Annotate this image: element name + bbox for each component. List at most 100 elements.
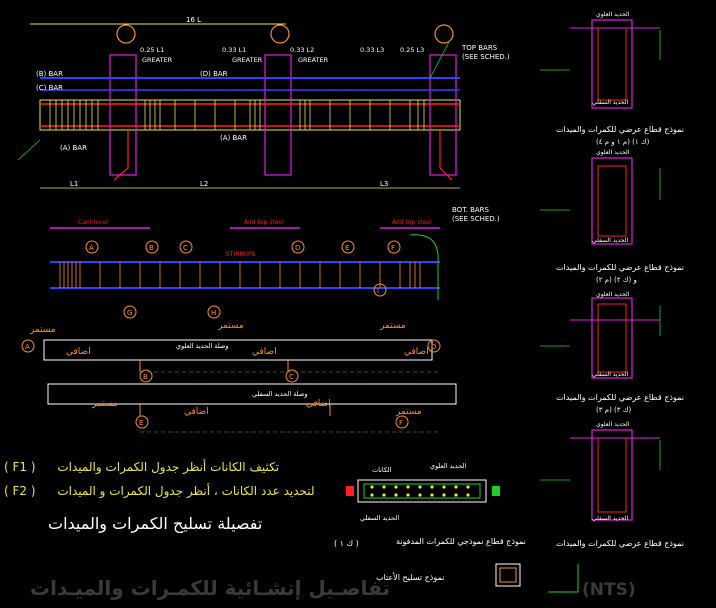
frac-label: 0.33 L2: [290, 46, 314, 54]
section-detail: الكانات الحديد العلوي الحديد السفلي ( ك …: [334, 462, 526, 548]
frac-label: 0.25 L3: [400, 46, 424, 54]
continuous-label: مستمر: [379, 321, 406, 331]
section-caption: نموذج قطاع عرضي للكمرات والميدات: [556, 125, 684, 134]
marker-circle: [387, 240, 401, 254]
marker-circle: [285, 369, 299, 383]
marker-circle: [135, 415, 149, 429]
frac-label: 0.33 L3: [360, 46, 384, 54]
stirrups-label: الكانات: [372, 466, 391, 474]
section-bars: [370, 485, 470, 497]
cross-section: [591, 157, 633, 245]
marker-circle: [341, 240, 355, 254]
bar-label: (A) BAR: [220, 134, 247, 142]
lintel-caption: نموذج تسليح الأعتاب: [376, 572, 444, 582]
marker-letter: B: [149, 244, 154, 252]
marker-letter: H: [211, 309, 216, 317]
cantilever-label: Cantilever: [78, 219, 109, 226]
additional-label: اضافي: [252, 347, 277, 357]
main-title: تفاصـيل إنشـائية للكمـرات والميـدات: [30, 576, 390, 600]
green-dims: [540, 30, 661, 481]
section-outline: [357, 479, 487, 503]
span-label: L3: [380, 180, 388, 188]
bottom-splice-label: وصلة الحديد السفلي: [252, 390, 308, 398]
note-f1: ( F1 ) تكثيف الكانات أنظر جدول الكمرات و…: [4, 460, 279, 474]
lintel-stirrup: [499, 567, 517, 583]
marker-circle: [427, 339, 441, 353]
section-caption: نموذج قطاع عرضي للكمرات والميدات: [556, 393, 684, 402]
span-label: L1: [70, 180, 78, 188]
top-bars-note: TOP BARS: [461, 44, 498, 52]
marker-letter: A: [25, 343, 30, 351]
lintel-box: [495, 563, 521, 587]
bar-label: (A) BAR: [60, 144, 87, 152]
frac-label: 0.33 L1: [222, 46, 246, 54]
top-splice-label: وصلة الحديد العلوي: [176, 342, 229, 350]
note-f2-code: ( F2 ): [4, 484, 36, 498]
note-f1-code: ( F1 ): [4, 460, 36, 474]
additional-label: اضافي: [306, 399, 331, 409]
column-stub: [429, 54, 457, 176]
marker-circle: [139, 369, 153, 383]
additional-label: اضافي: [66, 347, 91, 357]
stirrups-middle: [59, 262, 421, 288]
cross-section-stirrup: [597, 303, 627, 373]
frac-label: 0.25 L1: [140, 46, 164, 54]
top-steel-label: الحديد العلوي: [596, 11, 630, 18]
marker-circle: [21, 339, 35, 353]
marker-letter: I: [377, 287, 379, 295]
bar-label: (C) BAR: [36, 84, 63, 92]
section-caption: نموذج قطاع عرضي للكمرات والميدات: [556, 263, 684, 272]
marker-circle: [291, 240, 305, 254]
marker-letter: F: [399, 419, 403, 427]
marker-letter: A: [89, 244, 94, 252]
middle-markers: A B C D E F G H I: [85, 240, 401, 319]
continuous-label: مستمر: [29, 325, 56, 335]
note-f1-text: تكثيف الكانات أنظر جدول الكمرات والميدات: [57, 460, 280, 474]
additional-label: اضافي: [404, 347, 429, 357]
bar-hook: [439, 130, 453, 181]
lintel-detail: نموذج تسليح الأعتاب: [376, 563, 579, 593]
marker-letter: G: [127, 309, 132, 317]
bot-bars-note: BOT. BARS: [452, 206, 490, 214]
grid-bubble: [434, 24, 454, 44]
bar-bottom-outline: [47, 383, 457, 405]
top-steel-label: الحديد العلوي: [596, 149, 630, 156]
marker-circle: [207, 305, 221, 319]
marker-letter: C: [289, 373, 294, 381]
bar-hook: [113, 130, 129, 181]
leader-line: [17, 139, 41, 161]
section-caption-code: ( ك ١ ): [334, 539, 359, 548]
continuous-label: مستمر: [395, 407, 422, 417]
section-caption: نموذج قطاع عرضي للكمرات والميدات: [556, 539, 684, 548]
marker-circle: [145, 240, 159, 254]
bottom-steel-label: الحديد السفلي: [360, 514, 399, 522]
greater-label: GREATER: [142, 56, 173, 64]
cross-section: [591, 19, 633, 109]
marker-circle: [85, 240, 99, 254]
marker-circle: [123, 305, 137, 319]
span-total-label: 16 L: [186, 16, 201, 24]
marker-circle: [373, 283, 387, 297]
see-sched-note: (SEE SCHED.): [462, 53, 510, 61]
bar-label: (B) BAR: [36, 70, 63, 78]
stirrups-group: [49, 100, 425, 130]
continuous-label: مستمر: [91, 399, 118, 409]
bar-schedule: مستمر مستمر مستمر اضافي اضافي اضافي وصلة…: [21, 321, 457, 433]
cross-section: [591, 429, 633, 521]
bar-top-outline: [43, 339, 433, 361]
add-top-label: Add top steel: [392, 219, 432, 226]
marker-letter: B: [143, 373, 148, 381]
section-code: (م ٢) و (ك ٢): [596, 276, 637, 284]
stirrups-label: STIRRUPS: [226, 251, 256, 258]
curve-leader: [409, 234, 439, 300]
middle-elevation: Cantilever Add top steel Add top steel S…: [50, 219, 440, 319]
note-f2-text: لتحديد عدد الكانات ، أنظر جدول الكمرات و…: [57, 484, 315, 498]
note-f2: ( F2 ) لتحديد عدد الكانات ، أنظر جدول ال…: [4, 484, 315, 498]
section-end: [492, 486, 500, 496]
grid-bubble: [270, 24, 290, 44]
add-top-label: Add top steel: [244, 219, 284, 226]
top-steel-label: الحديد العلوي: [430, 462, 466, 470]
section-code: (م ١ و م ٤) (ك ١): [596, 138, 650, 146]
cross-section-stirrup: [597, 437, 627, 513]
